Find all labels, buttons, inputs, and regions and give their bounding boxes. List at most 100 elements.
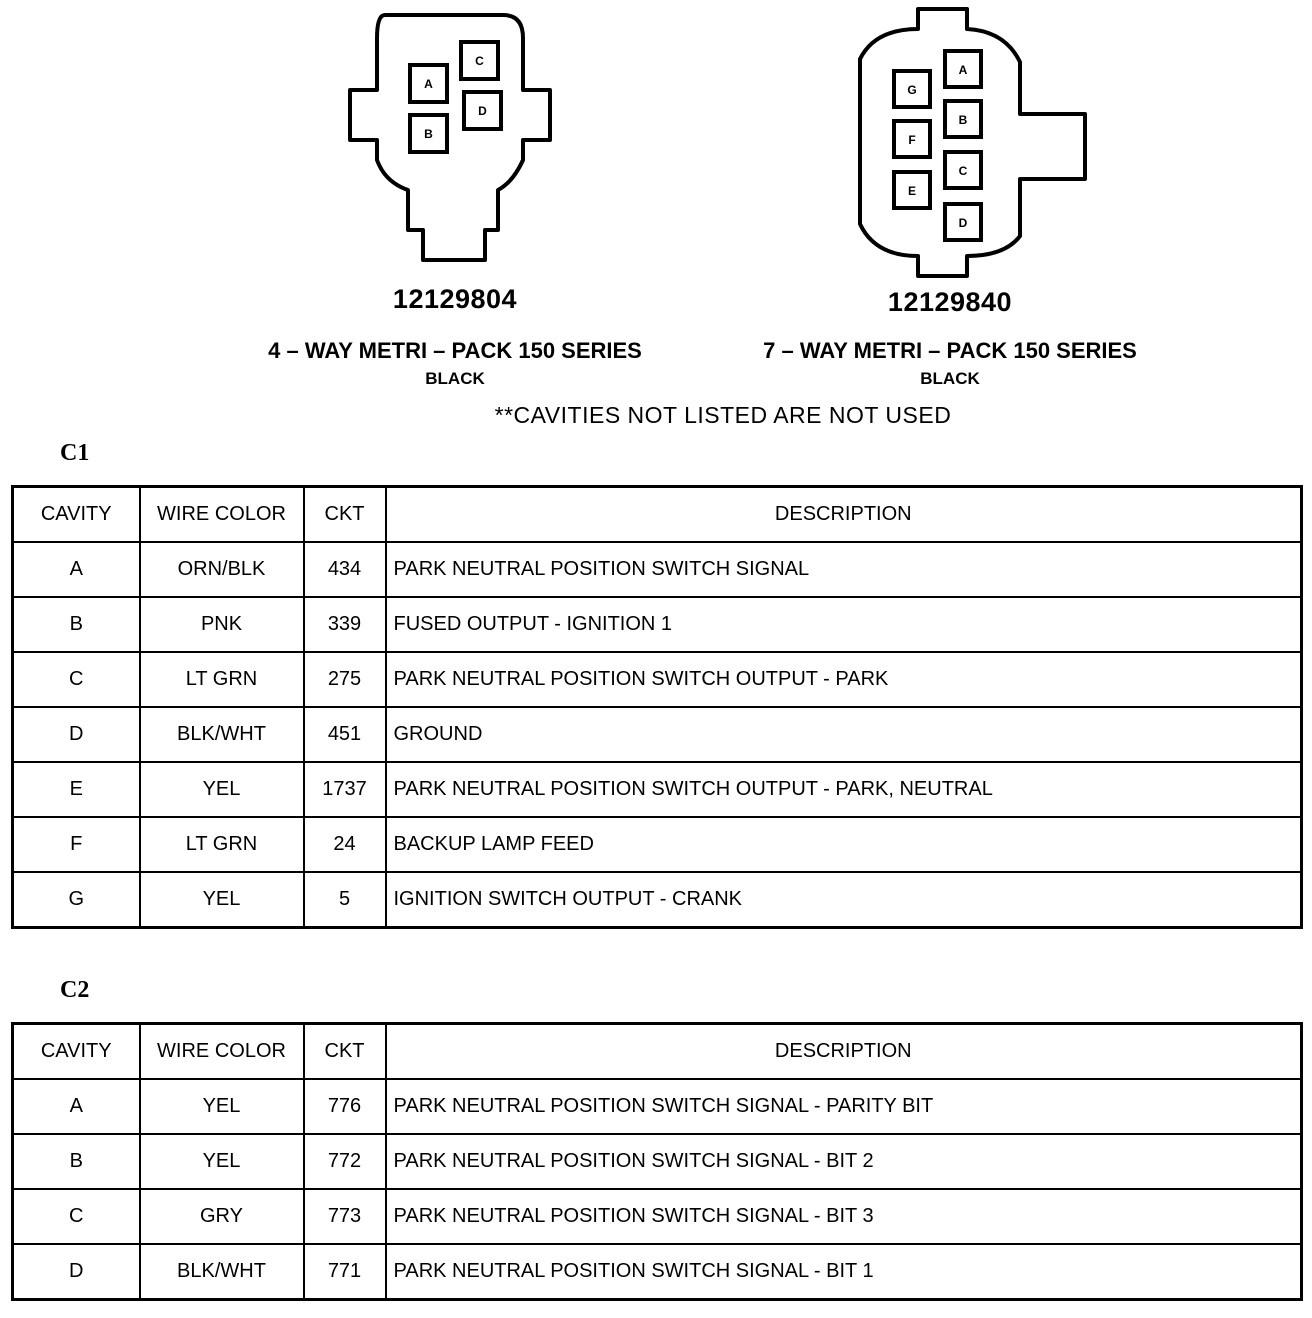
cell-cavity: A bbox=[11, 541, 141, 598]
pin-cavity-b: B bbox=[943, 99, 983, 139]
cell-description: PARK NEUTRAL POSITION SWITCH SIGNAL - BI… bbox=[384, 1133, 1303, 1190]
pin-label: B bbox=[424, 127, 433, 141]
cell-ckt: 24 bbox=[302, 816, 387, 873]
cell-wire-color: PNK bbox=[138, 596, 305, 653]
cell-cavity: E bbox=[11, 761, 141, 818]
cell-wire-color: YEL bbox=[138, 1078, 305, 1135]
cell-description: PARK NEUTRAL POSITION SWITCH SIGNAL - PA… bbox=[384, 1078, 1303, 1135]
cell-ckt: 771 bbox=[302, 1243, 387, 1301]
connector-4way-series: 4 – WAY METRI – PACK 150 SERIES bbox=[268, 338, 642, 363]
cell-cavity: C bbox=[11, 651, 141, 708]
table-row: D BLK/WHT 451 GROUND bbox=[11, 706, 1303, 763]
cell-cavity: G bbox=[11, 871, 141, 929]
cell-cavity: B bbox=[11, 1133, 141, 1190]
cell-description: PARK NEUTRAL POSITION SWITCH OUTPUT - PA… bbox=[384, 761, 1303, 818]
cell-description: PARK NEUTRAL POSITION SWITCH OUTPUT - PA… bbox=[384, 651, 1303, 708]
table-row: E YEL 1737 PARK NEUTRAL POSITION SWITCH … bbox=[11, 761, 1303, 818]
table-c2: CAVITY WIRE COLOR CKT DESCRIPTION A YEL … bbox=[11, 1022, 1303, 1301]
cell-description: PARK NEUTRAL POSITION SWITCH SIGNAL - BI… bbox=[384, 1188, 1303, 1245]
cell-description: GROUND bbox=[384, 706, 1303, 763]
cell-description: IGNITION SWITCH OUTPUT - CRANK bbox=[384, 871, 1303, 929]
cell-wire-color: ORN/BLK bbox=[138, 541, 305, 598]
header-ckt: CKT bbox=[302, 485, 387, 543]
cell-description: PARK NEUTRAL POSITION SWITCH SIGNAL - BI… bbox=[384, 1243, 1303, 1301]
cell-cavity: D bbox=[11, 706, 141, 763]
pin-cavity-b: B bbox=[408, 113, 449, 154]
unused-cavities-note: **CAVITIES NOT LISTED ARE NOT USED bbox=[494, 402, 952, 428]
table-c2-title: C2 bbox=[60, 977, 90, 1003]
header-ckt: CKT bbox=[302, 1022, 387, 1080]
pin-label: D bbox=[478, 104, 487, 118]
pin-label: E bbox=[908, 184, 916, 198]
cell-description: BACKUP LAMP FEED bbox=[384, 816, 1303, 873]
cell-description: FUSED OUTPUT - IGNITION 1 bbox=[384, 596, 1303, 653]
cell-ckt: 776 bbox=[302, 1078, 387, 1135]
pin-cavity-g: G bbox=[892, 69, 932, 109]
pin-cavity-c: C bbox=[459, 40, 500, 81]
pin-cavity-c: C bbox=[943, 150, 983, 190]
table-row: C GRY 773 PARK NEUTRAL POSITION SWITCH S… bbox=[11, 1188, 1303, 1245]
cell-wire-color: LT GRN bbox=[138, 816, 305, 873]
pin-cavity-e: E bbox=[892, 170, 932, 210]
pin-label: C bbox=[959, 164, 968, 178]
connector-4way-outline bbox=[348, 13, 552, 262]
pin-label: B bbox=[959, 113, 968, 127]
header-wire-color: WIRE COLOR bbox=[138, 485, 305, 543]
table-row: C LT GRN 275 PARK NEUTRAL POSITION SWITC… bbox=[11, 651, 1303, 708]
cell-ckt: 1737 bbox=[302, 761, 387, 818]
connector-4way-color: BLACK bbox=[425, 369, 485, 388]
pin-cavity-a: A bbox=[408, 63, 449, 104]
header-cavity: CAVITY bbox=[11, 485, 141, 543]
pin-label: F bbox=[908, 133, 915, 147]
cell-ckt: 451 bbox=[302, 706, 387, 763]
cell-ckt: 772 bbox=[302, 1133, 387, 1190]
table-row: F LT GRN 24 BACKUP LAMP FEED bbox=[11, 816, 1303, 873]
cell-ckt: 275 bbox=[302, 651, 387, 708]
table-row: B YEL 772 PARK NEUTRAL POSITION SWITCH S… bbox=[11, 1133, 1303, 1190]
cell-wire-color: YEL bbox=[138, 871, 305, 929]
cell-description: PARK NEUTRAL POSITION SWITCH SIGNAL bbox=[384, 541, 1303, 598]
cell-wire-color: BLK/WHT bbox=[138, 1243, 305, 1301]
cell-cavity: F bbox=[11, 816, 141, 873]
pin-label: A bbox=[959, 63, 968, 77]
pin-cavity-d: D bbox=[462, 90, 503, 131]
cell-wire-color: YEL bbox=[138, 761, 305, 818]
table-header-row: CAVITY WIRE COLOR CKT DESCRIPTION bbox=[11, 485, 1303, 543]
cell-cavity: C bbox=[11, 1188, 141, 1245]
header-cavity: CAVITY bbox=[11, 1022, 141, 1080]
pin-cavity-f: F bbox=[892, 119, 932, 159]
cell-wire-color: BLK/WHT bbox=[138, 706, 305, 763]
connector-4way-part-number: 12129804 bbox=[392, 284, 518, 314]
table-row: B PNK 339 FUSED OUTPUT - IGNITION 1 bbox=[11, 596, 1303, 653]
cell-wire-color: GRY bbox=[138, 1188, 305, 1245]
cell-wire-color: YEL bbox=[138, 1133, 305, 1190]
connector-7way-series: 7 – WAY METRI – PACK 150 SERIES bbox=[763, 338, 1137, 363]
pin-label: D bbox=[959, 216, 968, 230]
pin-label: A bbox=[424, 77, 433, 91]
cell-cavity: B bbox=[11, 596, 141, 653]
cell-ckt: 339 bbox=[302, 596, 387, 653]
table-row: G YEL 5 IGNITION SWITCH OUTPUT - CRANK bbox=[11, 871, 1303, 929]
pin-cavity-d: D bbox=[943, 202, 983, 242]
table-row: A YEL 776 PARK NEUTRAL POSITION SWITCH S… bbox=[11, 1078, 1303, 1135]
header-wire-color: WIRE COLOR bbox=[138, 1022, 305, 1080]
cell-ckt: 5 bbox=[302, 871, 387, 929]
table-row: A ORN/BLK 434 PARK NEUTRAL POSITION SWIT… bbox=[11, 541, 1303, 598]
pin-label: C bbox=[475, 54, 484, 68]
cell-cavity: D bbox=[11, 1243, 141, 1301]
cell-cavity: A bbox=[11, 1078, 141, 1135]
table-c1-title: C1 bbox=[60, 440, 90, 466]
table-c1: CAVITY WIRE COLOR CKT DESCRIPTION A ORN/… bbox=[11, 485, 1303, 929]
connector-7way-part-number: 12129840 bbox=[887, 287, 1013, 317]
cell-wire-color: LT GRN bbox=[138, 651, 305, 708]
connector-4way-diagram: A B C D bbox=[348, 13, 552, 262]
table-row: D BLK/WHT 771 PARK NEUTRAL POSITION SWIT… bbox=[11, 1243, 1303, 1301]
header-description: DESCRIPTION bbox=[384, 1022, 1303, 1080]
table-header-row: CAVITY WIRE COLOR CKT DESCRIPTION bbox=[11, 1022, 1303, 1080]
connector-7way-diagram: A B C D E F G bbox=[858, 7, 1087, 278]
pin-label: G bbox=[907, 83, 916, 97]
cell-ckt: 434 bbox=[302, 541, 387, 598]
pin-cavity-a: A bbox=[943, 49, 983, 89]
cell-ckt: 773 bbox=[302, 1188, 387, 1245]
connector-7way-color: BLACK bbox=[920, 369, 980, 388]
